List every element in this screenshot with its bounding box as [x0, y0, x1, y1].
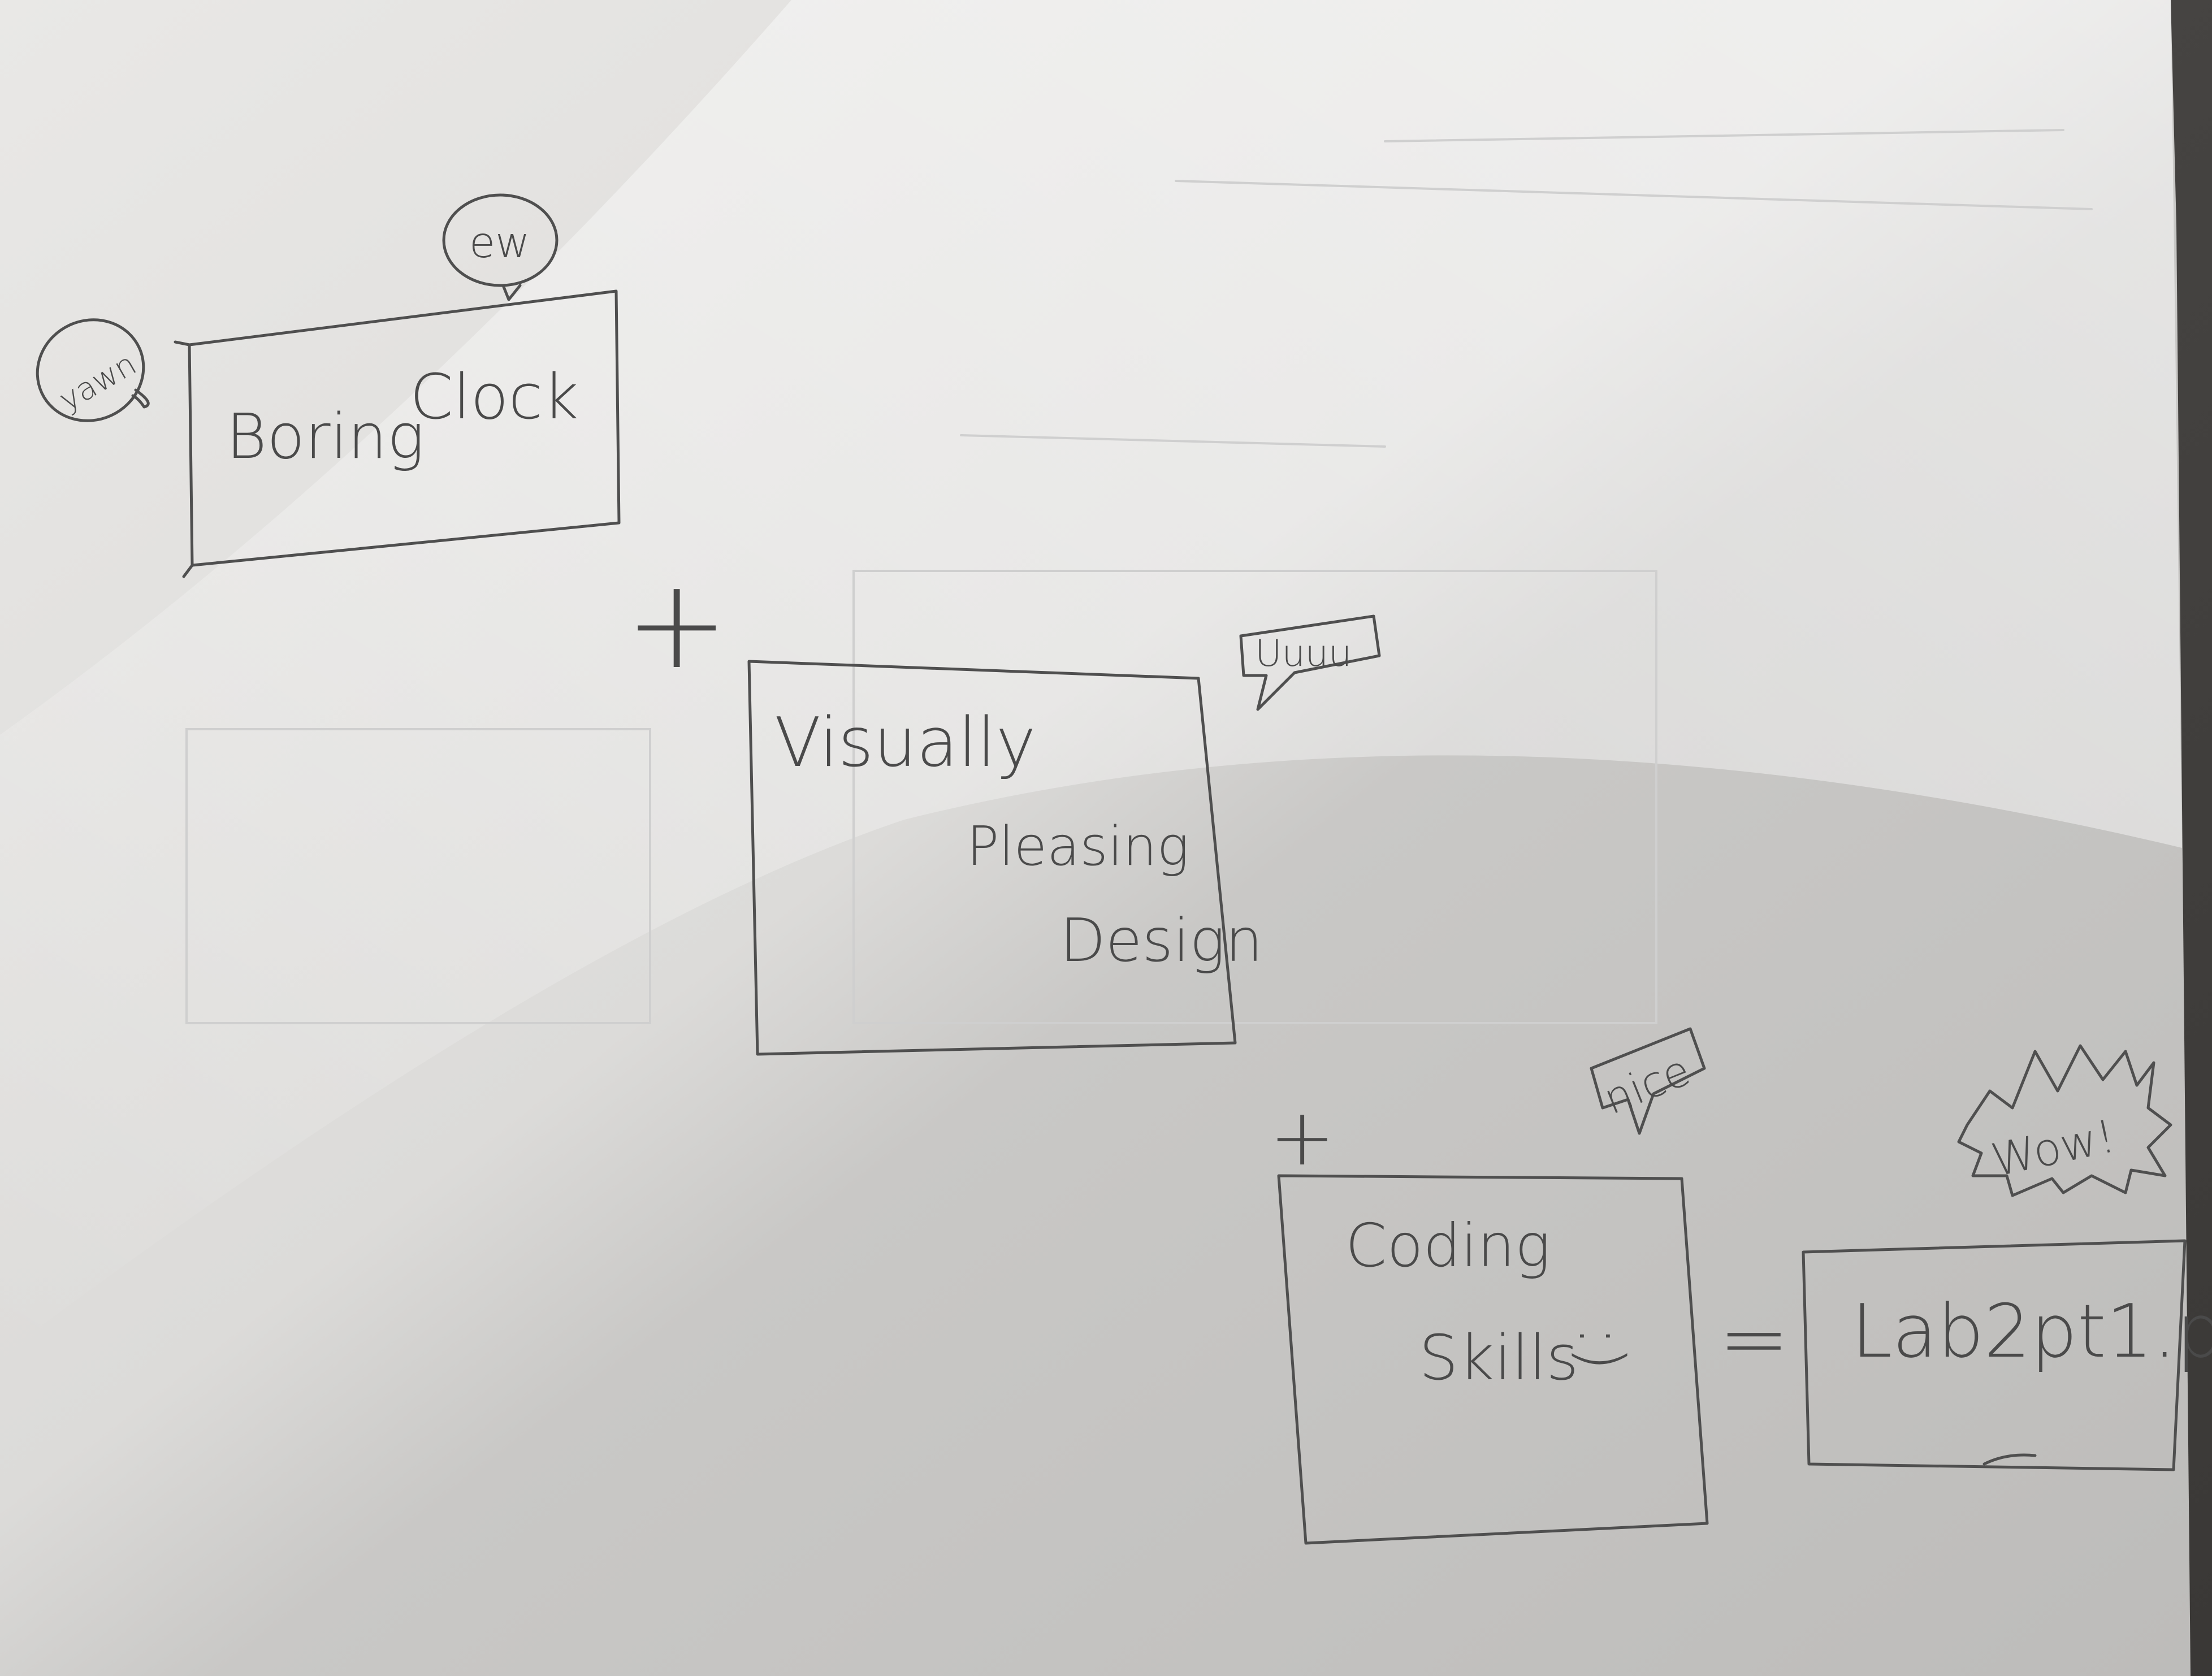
- pleasing-label: Pleasing: [967, 816, 1189, 878]
- smiley-face: :): [1565, 1326, 1638, 1371]
- plus-sign-2: +: [1269, 1092, 1335, 1184]
- ew-bubble-text: ew: [469, 218, 530, 267]
- boring-clock-label-2: Clock: [410, 361, 579, 433]
- coding-label: Coding: [1345, 1211, 1551, 1280]
- ew-speech-bubble: ew: [442, 193, 559, 301]
- design-label: Design: [1060, 906, 1263, 975]
- result-box: Lab2pt1.py: [1802, 1239, 2212, 1471]
- plus-sign-1: +: [625, 552, 729, 696]
- boring-clock-label-1: Boring: [226, 400, 425, 473]
- visually-label: Visually: [774, 704, 1036, 782]
- skills-label: Skills: [1419, 1322, 1579, 1394]
- boring-clock-box: Boring Clock: [174, 289, 621, 578]
- show-through-marks: [185, 129, 2093, 1024]
- uuuu-speech-bubble: Uuuu: [1239, 614, 1381, 711]
- light-patch: [0, 0, 2182, 1357]
- uuuu-bubble-text: Uuuu: [1255, 633, 1352, 675]
- coding-skills-box: Coding Skills :): [1277, 1174, 1709, 1545]
- lab2pt1-py-label: Lab2pt1.py: [1851, 1288, 2212, 1374]
- visually-pleasing-box: Visually Pleasing Design: [747, 660, 1263, 1056]
- equals-sign: =: [1718, 1290, 1790, 1388]
